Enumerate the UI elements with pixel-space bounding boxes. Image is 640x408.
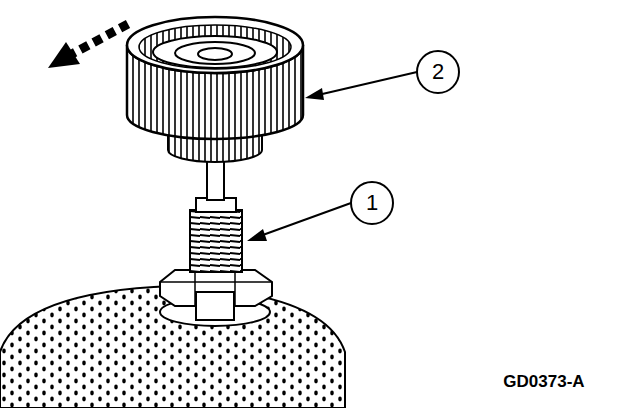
leader-line	[260, 203, 351, 236]
callout-circle	[417, 51, 459, 93]
callout-number: 1	[366, 192, 378, 214]
cap-top	[127, 17, 303, 73]
valve-body	[190, 210, 242, 272]
callout-number: 2	[432, 61, 444, 83]
leader-line	[318, 72, 417, 95]
rotation-arrow	[72, 24, 128, 54]
callout-circle	[351, 182, 393, 224]
figure-code: GD0373-A	[503, 373, 584, 390]
